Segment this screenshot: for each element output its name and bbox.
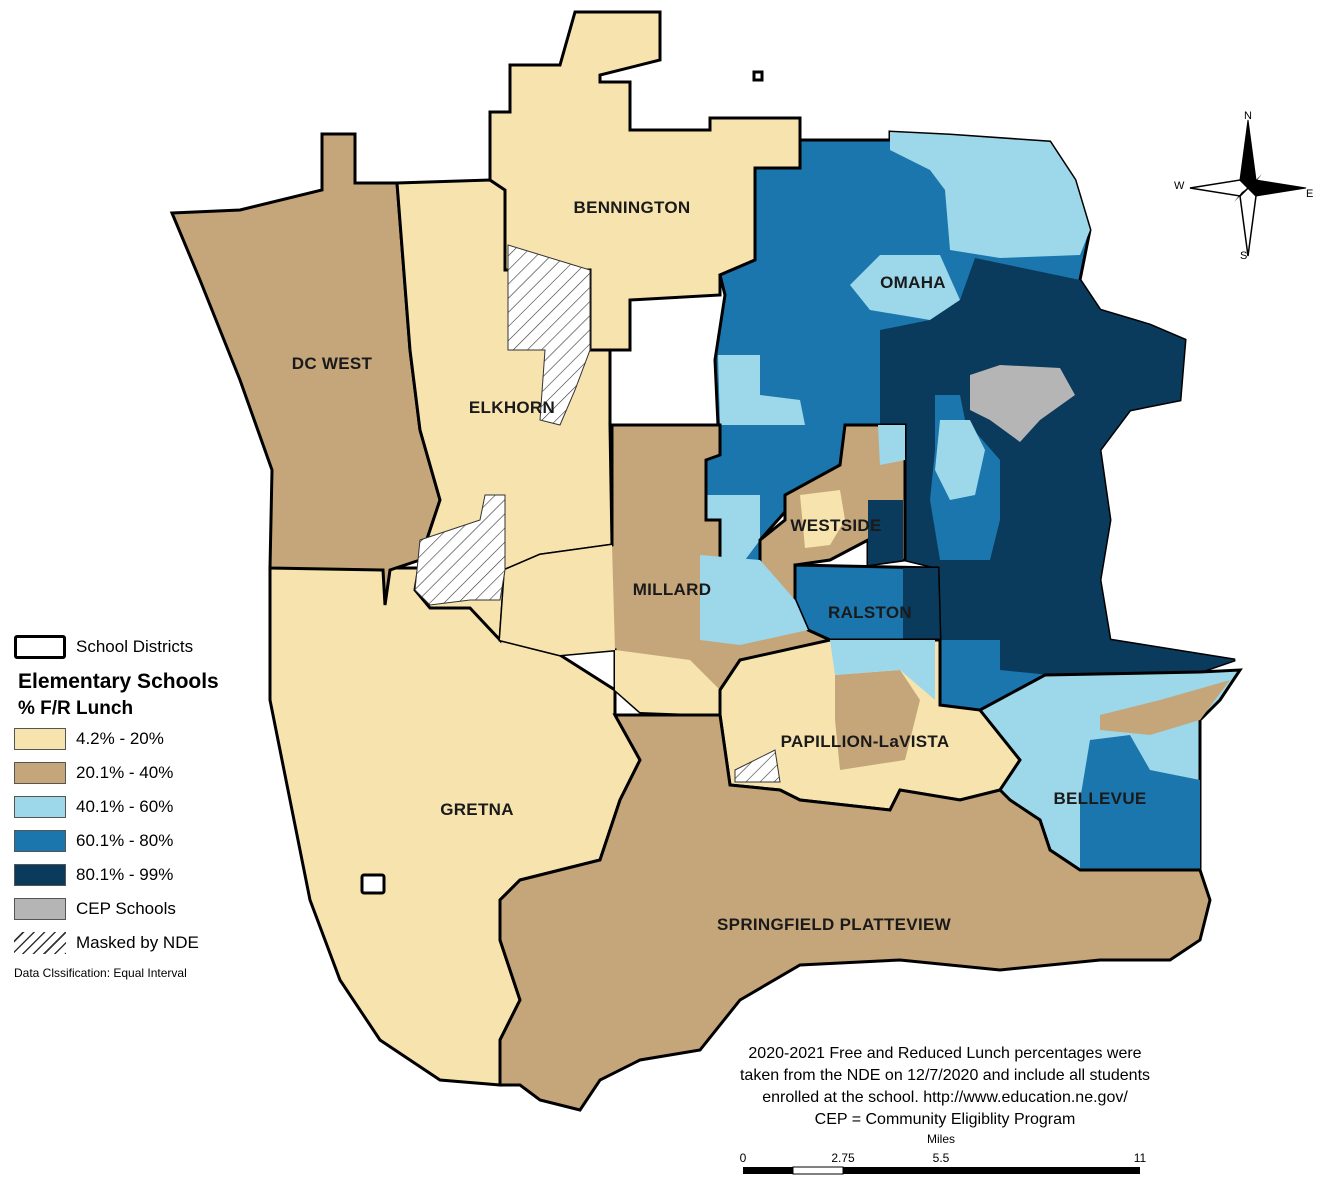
area-bellevue-mid bbox=[1080, 735, 1200, 870]
source-note: 2020-2021 Free and Reduced Lunch percent… bbox=[700, 1043, 1190, 1131]
label-ralston: RALSTON bbox=[828, 603, 912, 622]
area-papillion-blue bbox=[830, 640, 935, 700]
legend-label-masked: Masked by NDE bbox=[76, 933, 199, 952]
legend-swatch-class-4 bbox=[14, 830, 66, 852]
legend-row-class-2: 20.1% - 40% bbox=[14, 756, 314, 790]
legend-row-districts: School Districts bbox=[14, 630, 314, 664]
scale-tick-0: 0 bbox=[739, 1151, 747, 1165]
legend-row-class-4: 60.1% - 80% bbox=[14, 824, 314, 858]
scale-unit: Miles bbox=[926, 1132, 956, 1146]
legend-label-class-1: 4.2% - 20% bbox=[76, 729, 164, 748]
note-line-3: enrolled at the school. http://www.educa… bbox=[762, 1089, 1128, 1106]
area-millard-light-2 bbox=[615, 650, 720, 715]
area-millard-blue bbox=[700, 555, 808, 645]
legend-swatch-district bbox=[14, 635, 66, 659]
label-gretna: GRETNA bbox=[440, 800, 514, 819]
area-ralston-dark bbox=[903, 568, 940, 640]
district-springfield bbox=[498, 713, 1212, 1112]
label-millard: MILLARD bbox=[632, 580, 712, 599]
area-papillion-masked bbox=[734, 749, 781, 783]
area-omaha-light-3 bbox=[718, 355, 805, 425]
legend-swatch-class-5 bbox=[14, 864, 66, 886]
scale-tick-2: 5.5 bbox=[932, 1151, 950, 1165]
area-elkhorn-masked-2 bbox=[414, 494, 506, 606]
scale-tick-3: 11 bbox=[1133, 1151, 1147, 1165]
area-omaha-light-2 bbox=[850, 255, 960, 320]
label-elkhorn: ELKHORN bbox=[468, 398, 556, 417]
north-arrow: N S W E bbox=[1170, 108, 1317, 268]
area-omaha-light-4 bbox=[935, 420, 985, 500]
area-papillion-tan bbox=[835, 670, 920, 770]
area-omaha-mid-2 bbox=[940, 640, 1000, 710]
legend-label-class-5: 80.1% - 99% bbox=[76, 865, 174, 884]
legend-swatch-class-1 bbox=[14, 728, 66, 750]
legend-swatch-masked bbox=[14, 932, 66, 954]
legend-label-class-4: 60.1% - 80% bbox=[76, 831, 174, 850]
area-westside-dark bbox=[868, 500, 903, 565]
label-westside: WESTSIDE bbox=[790, 516, 882, 535]
label-papillion: PAPILLION-LaVISTA bbox=[780, 732, 950, 751]
area-omaha-cep bbox=[970, 365, 1075, 442]
compass-e: E bbox=[1306, 188, 1314, 200]
legend-row-cep: CEP Schools bbox=[14, 892, 314, 926]
legend-subtitle: % F/R Lunch bbox=[18, 698, 134, 719]
legend-title: Elementary Schools bbox=[18, 670, 219, 693]
area-omaha-dark bbox=[880, 258, 1235, 675]
legend-swatch-class-3 bbox=[14, 796, 66, 818]
legend-row-masked: Masked by NDE bbox=[14, 926, 314, 960]
label-bellevue: BELLEVUE bbox=[1053, 789, 1147, 808]
legend-row-class-3: 40.1% - 60% bbox=[14, 790, 314, 824]
compass-w: W bbox=[1174, 180, 1185, 192]
area-westside-light bbox=[800, 490, 845, 548]
area-elkhorn-masked bbox=[507, 244, 591, 426]
label-omaha: OMAHA bbox=[880, 273, 946, 292]
compass-rose-icon bbox=[1189, 119, 1307, 257]
scale-tick-1: 2.75 bbox=[831, 1151, 855, 1165]
area-omaha-light-5 bbox=[706, 495, 760, 560]
legend-swatch-class-2 bbox=[14, 762, 66, 784]
area-omaha-light bbox=[890, 132, 1090, 258]
legend-label-districts: School Districts bbox=[76, 637, 194, 656]
legend-swatch-cep bbox=[14, 898, 66, 920]
label-dc-west: DC WEST bbox=[291, 354, 373, 373]
legend-label-class-3: 40.1% - 60% bbox=[76, 797, 174, 816]
compass-s: S bbox=[1240, 250, 1248, 262]
legend-row-class-1: 4.2% - 20% bbox=[14, 722, 314, 756]
area-bellevue-tan bbox=[1100, 680, 1230, 735]
scale-bar: Miles 0 2.75 5.5 11 bbox=[740, 1132, 1160, 1178]
note-line-1: 2020-2021 Free and Reduced Lunch percent… bbox=[748, 1045, 1142, 1062]
label-bennington: BENNINGTON bbox=[573, 198, 691, 217]
note-line-2: taken from the NDE on 12/7/2020 and incl… bbox=[739, 1067, 1151, 1084]
area-westside-light-2 bbox=[878, 425, 905, 465]
enclave-gretna bbox=[360, 873, 386, 895]
area-millard-light bbox=[500, 545, 615, 655]
note-line-4: CEP = Community Eligiblity Program bbox=[814, 1111, 1076, 1128]
enclave-north bbox=[752, 70, 764, 82]
legend: School Districts Elementary Schools % F/… bbox=[14, 630, 314, 980]
label-springfield: SPRINGFIELD PLATTEVIEW bbox=[717, 915, 951, 934]
scale-bar-graphic bbox=[743, 1166, 1140, 1175]
compass-n: N bbox=[1244, 110, 1252, 122]
legend-row-class-5: 80.1% - 99% bbox=[14, 858, 314, 892]
legend-label-cep: CEP Schools bbox=[76, 899, 176, 918]
legend-classification-note: Data Clssification: Equal Interval bbox=[14, 966, 187, 980]
legend-label-class-2: 20.1% - 40% bbox=[76, 763, 174, 782]
